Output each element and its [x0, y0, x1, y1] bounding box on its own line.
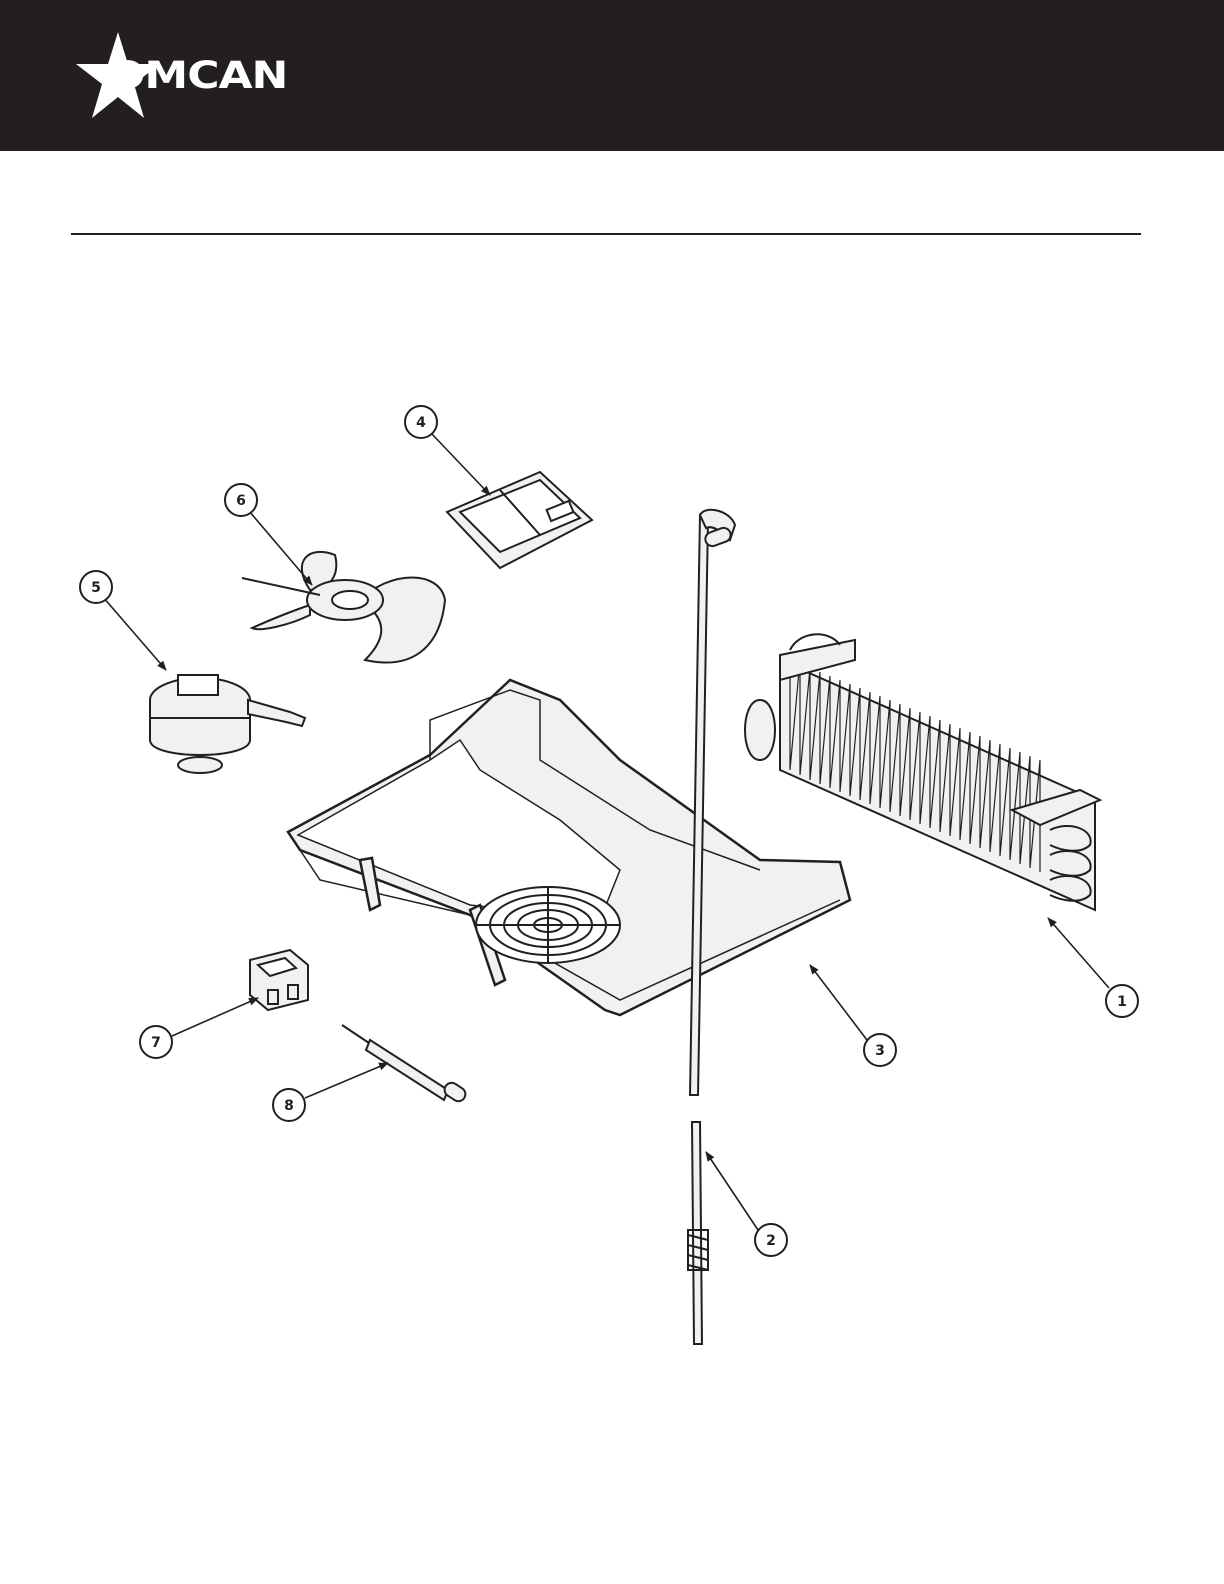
callout-8: 8 — [273, 1089, 305, 1121]
part-probe-sensor — [342, 1025, 468, 1104]
callout-label-4: 4 — [416, 415, 426, 431]
callout-7: 7 — [140, 1026, 172, 1058]
part-switch — [250, 950, 308, 1010]
callout-3: 3 — [864, 1034, 896, 1066]
leader-2 — [706, 1152, 758, 1230]
leader-1 — [1048, 918, 1109, 988]
callout-5: 5 — [80, 571, 112, 603]
callout-label-1: 1 — [1117, 994, 1127, 1010]
leader-7 — [172, 998, 258, 1036]
leader-6 — [249, 511, 312, 585]
leader-8 — [305, 1063, 388, 1098]
callout-1: 1 — [1106, 985, 1138, 1017]
fan-guard — [476, 887, 620, 963]
leader-3 — [810, 965, 867, 1040]
callout-label-5: 5 — [91, 580, 101, 596]
callout-4: 4 — [405, 406, 437, 438]
callout-6: 6 — [225, 484, 257, 516]
callout-label-2: 2 — [766, 1233, 776, 1249]
callout-label-6: 6 — [236, 493, 246, 509]
part-fan-motor — [150, 675, 305, 773]
callout-label-7: 7 — [151, 1035, 161, 1051]
leader-5 — [103, 597, 166, 670]
callout-label-3: 3 — [875, 1043, 885, 1059]
leader-4 — [431, 433, 490, 495]
callout-2: 2 — [755, 1224, 787, 1256]
part-fan-blade — [242, 552, 445, 663]
part-cover-bracket — [447, 472, 592, 568]
callout-label-8: 8 — [284, 1098, 294, 1114]
